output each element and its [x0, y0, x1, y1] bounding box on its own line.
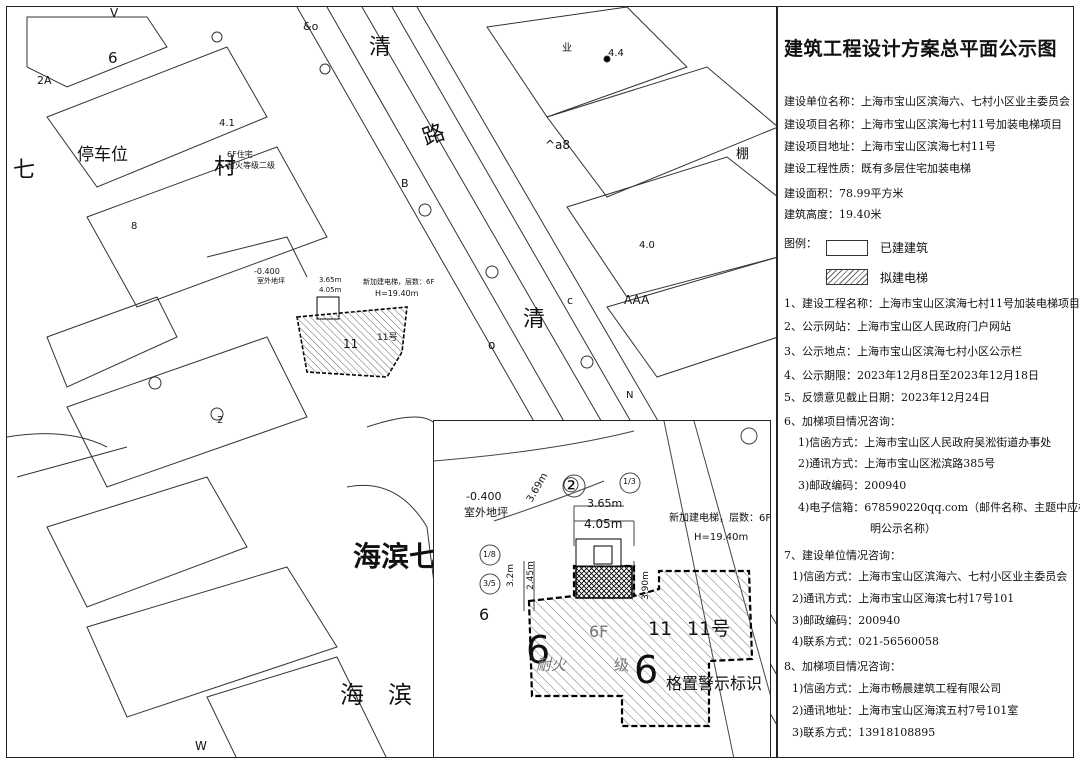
inset-dim-a: 3.65m: [587, 497, 623, 510]
inset-linework: [434, 421, 770, 757]
inset-dim-b: 4.05m: [584, 517, 623, 531]
legend-proposed-label: 拟建电梯: [880, 271, 929, 285]
map-symbol-ye: 业: [562, 43, 572, 54]
map-symbol-ao: &o: [303, 20, 319, 33]
map-symbol-o: o: [488, 338, 496, 352]
info-area: 建设面积：78.99平方米: [784, 187, 904, 200]
map-note-bldg-no2: 11号: [377, 333, 398, 343]
info-project-nature: 建设工程性质：既有多层住宅加装电梯: [784, 162, 971, 175]
map-symbol-41: 4.1: [219, 118, 235, 129]
inset-circle-35: 3/5: [483, 579, 496, 588]
consult8-mail: 1)信函方式：上海市畅晨建筑工程有限公司: [792, 682, 1002, 695]
map-symbol-a8: ^a8: [545, 138, 571, 152]
map-symbol-8: 8: [131, 221, 138, 232]
map-note-dim2: 4.05m: [319, 286, 342, 294]
info-unit: 建设单位名称：上海市宝山区滨海六、七村小区业主委员会: [784, 95, 1070, 108]
area-label-hai: 海: [340, 681, 364, 709]
inset-six-center: 6: [634, 648, 659, 692]
map-note-elevation: -0.400: [254, 267, 280, 276]
map-note-outdoor: 室外地坪: [257, 277, 285, 285]
item-2: 2、公示网站：上海市宝山区人民政府门户网站: [784, 320, 1011, 333]
inset-elevation: -0.400: [466, 490, 502, 503]
inset-dim-d: 3.90m: [640, 571, 651, 600]
consult6-mail: 1)信函方式：上海市宝山区人民政府吴淞街道办事处: [798, 436, 1052, 449]
section-7: 7、建设单位情况咨询：: [784, 549, 901, 562]
inset-elevator-note: 新加建电梯，层数：6F: [669, 513, 771, 524]
consult7-postcode: 3)邮政编码：200940: [792, 614, 901, 627]
road-char-qing-top: 清: [369, 35, 392, 60]
consult6-address: 2)通讯方式：上海市宝山区淞滨路385号: [798, 457, 996, 470]
map-note-dim1: 3.65m: [319, 276, 342, 284]
inset-label-11b: 11号: [687, 618, 731, 640]
map-symbol-w: W: [195, 739, 207, 753]
item-1: 1、建设工程名称：上海市宝山区滨海七村11号加装电梯项目: [784, 297, 1080, 310]
inset-level: 级: [614, 656, 630, 674]
item-6: 6、加梯项目情况咨询：: [784, 415, 901, 428]
area-label-haibinqi: 海滨七: [353, 540, 438, 573]
inset-dim-e: 3.2m: [506, 563, 517, 588]
consult7-mail: 1)信函方式：上海市宝山区滨海六、七村小区业主委员会: [792, 570, 1068, 583]
map-symbol-c: c: [567, 294, 574, 307]
map-symbol-2a: 2A: [37, 74, 52, 87]
legend-proposed-swatch: [826, 269, 868, 285]
map-symbol-b: B: [401, 177, 409, 190]
item-3: 3、公示地点：上海市宝山区滨海七村小区公示栏: [784, 345, 1022, 358]
consult8-phone: 3)联系方式：13918108895: [792, 726, 936, 739]
inset-six-left: 6: [479, 605, 490, 624]
inset-circle-18: 1/8: [483, 550, 496, 559]
road-char-qing-bottom: 清: [523, 307, 546, 332]
consult6-email-cont: 明公示名称）: [870, 522, 936, 535]
info-panel: 建筑工程设计方案总平面公示图 建设单位名称：上海市宝山区滨海六、七村小区业主委员…: [777, 6, 1080, 758]
item-4: 4、公示期限：2023年12月8日至2023年12月18日: [784, 369, 1039, 382]
map-note-elevator: 新加建电梯，层数：6F: [363, 278, 435, 286]
consult6-postcode: 3)邮政编码：200940: [798, 479, 907, 492]
area-label-parking: 停车位: [77, 145, 128, 165]
inset-label-11a: 11: [648, 618, 673, 640]
inset-circle-2: ②: [562, 473, 580, 497]
area-label-cun: 村: [214, 155, 237, 180]
map-symbol-n: N: [626, 390, 634, 401]
map-symbol-6: 6: [108, 49, 118, 67]
map-note-building-type: 6F住宅: [227, 150, 253, 159]
legend-existing-swatch: [826, 240, 868, 256]
map-symbol-44: 4.4: [608, 48, 624, 59]
map-symbol-v: V: [110, 6, 119, 20]
map-symbol-aaa: AAA: [624, 293, 650, 307]
consult6-email: 4)电子信箱：678590220qq.com（邮件名称、主题中应标: [798, 501, 1080, 514]
inset-circle-13: 1/3: [623, 477, 636, 486]
area-label-qi: 七: [13, 158, 36, 183]
map-note-bldg-no: 11: [343, 337, 359, 351]
inset-label-6f: 6F: [589, 622, 609, 641]
consult7-address: 2)通讯方式：上海市宝山区海滨七村17号101: [792, 592, 1015, 605]
inset-outdoor: 室外地坪: [464, 506, 508, 519]
consult8-address: 2)通讯地址：上海市宝山区海滨五村7号101室: [792, 704, 1019, 717]
elevator-detail-inset: -0.400 室外地坪 3.65m 4.05m 3.69m 3.90m 3.2m…: [433, 420, 771, 758]
info-project-name: 建设项目名称：上海市宝山区滨海七村11号加装电梯项目: [784, 118, 1062, 131]
site-plan-map: 清 路 清 停车位 七 村 海滨七 海 滨 V 6 2A 4.1 4.4 4.0…: [6, 6, 777, 758]
inset-warning: 格置警示标识: [666, 674, 763, 693]
legend-existing-label: 已建建筑: [880, 241, 929, 255]
section-8: 8、加梯项目情况咨询：: [784, 660, 901, 673]
inset-dim-f: 2.45m: [525, 561, 536, 590]
info-height: 建筑高度：19.40米: [784, 208, 882, 221]
map-symbol-40: 4.0: [639, 240, 655, 251]
page-title: 建筑工程设计方案总平面公示图: [784, 38, 1058, 60]
consult7-phone: 4)联系方式：021-56560058: [792, 635, 939, 648]
inset-six-big: 6: [526, 628, 551, 672]
inset-height: H=19.40m: [694, 532, 749, 543]
area-label-bin: 滨: [388, 681, 412, 709]
inset-fire: 耐火: [536, 656, 567, 674]
legend-label: 图例：: [784, 237, 817, 250]
item-5: 5、反馈意见截止日期：2023年12月24日: [784, 391, 990, 404]
map-note-fire-rating: 耐火等级二级: [227, 161, 275, 170]
map-note-height: H=19.40m: [375, 289, 419, 298]
map-symbol-shed: 棚: [736, 147, 750, 162]
map-symbol-2: 2: [217, 415, 224, 426]
info-project-address: 建设项目地址：上海市宝山区滨海七村11号: [784, 140, 996, 153]
